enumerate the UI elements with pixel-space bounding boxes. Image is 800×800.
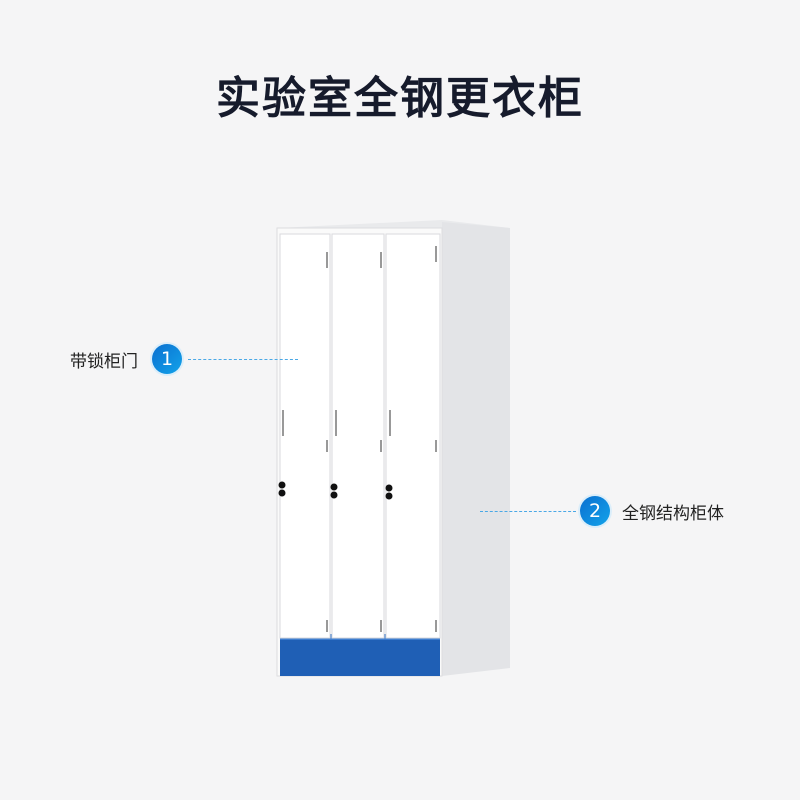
callout-label: 带锁柜门 (70, 351, 138, 372)
cabinet-base (280, 634, 440, 676)
page-title: 实验室全钢更衣柜 (216, 73, 584, 124)
door-1 (279, 233, 331, 639)
callout-leader-line (188, 358, 298, 360)
door-2 (331, 233, 385, 639)
cabinet-side-panel (442, 222, 510, 676)
callout-steel-body: 2 全钢结构柜体 (480, 496, 724, 526)
callout-lockable-doors: 带锁柜门 1 (70, 344, 298, 374)
door-3 (385, 233, 441, 639)
callout-leader-line (480, 510, 576, 512)
callout-number-badge: 1 (152, 344, 182, 374)
callout-label: 全钢结构柜体 (622, 503, 724, 524)
callout-number-badge: 2 (580, 496, 610, 526)
